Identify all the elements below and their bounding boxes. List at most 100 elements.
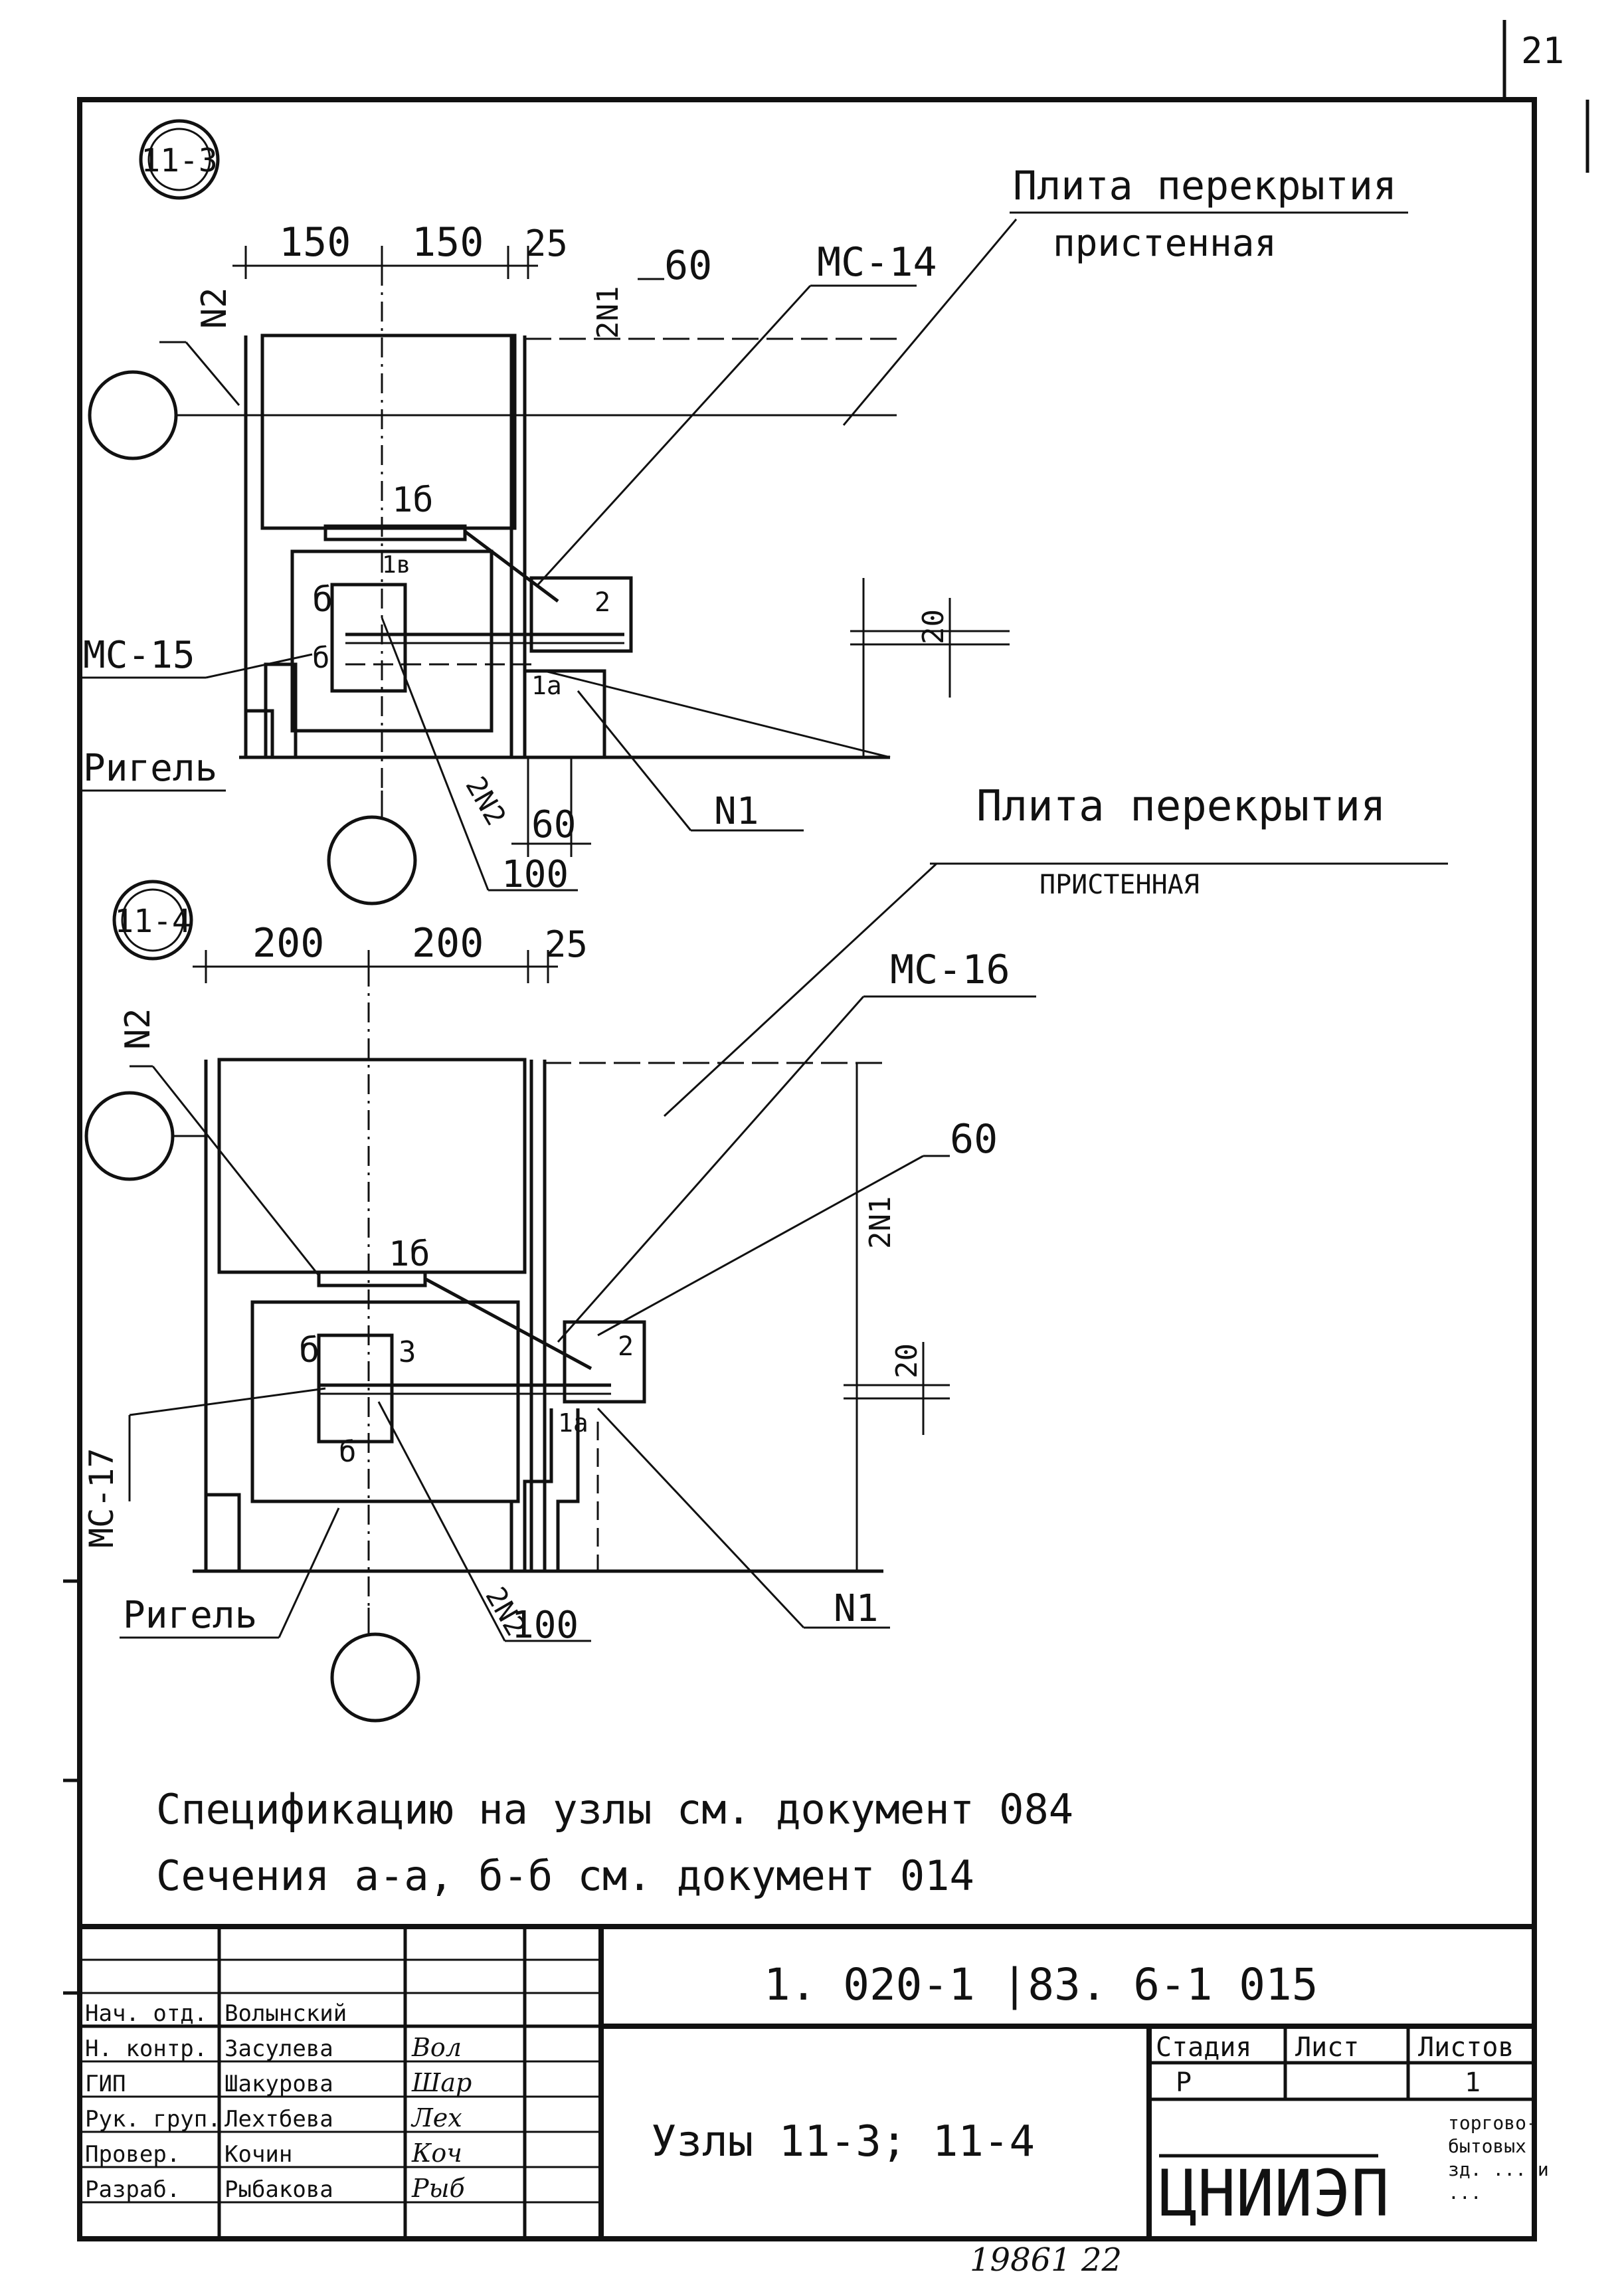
plate-leader-b <box>663 862 938 1117</box>
tb-sheets-value: 1 <box>1465 2067 1481 2098</box>
2n2-leader <box>381 617 490 891</box>
note-sections: Сечения а-а, б-б см. документ 014 <box>156 1851 974 1900</box>
mark-1a: 1а <box>558 1408 588 1438</box>
mark-1v: 1в <box>382 551 410 579</box>
2n1-leader <box>597 1155 924 1337</box>
rigel-leader <box>278 1507 340 1638</box>
mark-1b: 1б <box>389 1234 430 1274</box>
tb-name: Лехтбева <box>225 2106 333 2133</box>
page-number: 21 <box>1521 30 1564 72</box>
dim-25: 25 <box>545 923 588 965</box>
dim-100-b: 100 <box>511 1604 579 1647</box>
mark-b-top: б <box>312 580 333 620</box>
label-n1: N1 <box>714 790 759 833</box>
axis-circle-left <box>84 1091 175 1181</box>
node-marker-inner <box>121 888 185 952</box>
tb-signature: Коч <box>411 2138 462 2168</box>
n2-leader <box>151 1066 320 1276</box>
dim-150-right: 150 <box>412 219 484 266</box>
tb-org-sub: ... <box>1448 2182 1482 2204</box>
plate-end-block <box>563 1320 646 1404</box>
2n2-leader <box>377 1401 506 1642</box>
dim-20-label: 20 <box>890 1343 924 1378</box>
bolt-box <box>317 1333 394 1444</box>
label-n2: N2 <box>118 1008 158 1050</box>
tb-signature: Вол <box>411 2033 462 2062</box>
node-marker-circle <box>112 880 193 961</box>
wall-block-hatched <box>217 1058 527 1274</box>
plate-end-block <box>529 576 633 653</box>
axis-circle-bottom <box>327 815 417 905</box>
tb-sheet-header: Лист <box>1295 2032 1359 2063</box>
mc15-leader <box>205 653 313 679</box>
title-block: Нач. отд. Н. контр. ГИП Рук. груп. Прове… <box>80 1924 1549 2239</box>
tb-org-sub: торгово- <box>1448 2112 1538 2134</box>
rigel-outline <box>250 1300 520 1503</box>
wall-block-hatched <box>260 333 517 530</box>
plate-leader-a <box>842 219 1018 426</box>
mark-b-bot: б <box>312 641 330 675</box>
plate-title-a: Плита перекрытия <box>1013 163 1397 209</box>
mark-1b: 1б <box>392 480 434 520</box>
label-n2: N2 <box>195 287 234 329</box>
drawing-frame <box>77 97 1537 2241</box>
n1-leader <box>577 690 692 831</box>
mark-2: 2 <box>594 587 610 618</box>
dim-200-right: 200 <box>412 920 484 967</box>
label-mc15: MC-15 <box>83 634 195 677</box>
tb-name: Шакурова <box>225 2071 333 2097</box>
tb-role: Нач. отд. <box>85 2000 207 2027</box>
node-11-3: 11-3 150 150 25 2N1 60 MC-14 Плита перек… <box>80 119 1408 905</box>
plate-title-b: Плита перекрытия <box>976 782 1386 831</box>
dim-60: 60 <box>664 242 712 289</box>
dim-60: 60 <box>950 1116 998 1163</box>
tb-sheet-title: Узлы 11-3; 11-4 <box>651 2117 1035 2166</box>
tb-name: Волынский <box>225 2000 347 2027</box>
tb-stage-value: Р <box>1176 2067 1192 2098</box>
mark-b-bot: б <box>339 1435 357 1469</box>
tb-name: Засулева <box>225 2036 333 2062</box>
dim-20-label: 20 <box>917 609 950 644</box>
label-mc17: MC-17 <box>82 1448 121 1548</box>
tb-name: Кочин <box>225 2141 292 2168</box>
label-mc16: MC-16 <box>890 947 1010 993</box>
tb-signature: Рыб <box>411 2174 466 2203</box>
label-2n1: 2N1 <box>863 1196 897 1249</box>
label-2n2: 2N2 <box>459 771 512 831</box>
label-n1: N1 <box>834 1587 878 1630</box>
blank <box>544 670 891 759</box>
tb-org-sub: зд. ... и <box>1448 2158 1549 2180</box>
dim-200-left: 200 <box>252 920 324 967</box>
mark-2: 2 <box>618 1331 634 1362</box>
tb-sheets-header: Листов <box>1418 2032 1514 2063</box>
mark-1a: 1а <box>531 671 562 700</box>
node-marker-label: 11-4 <box>114 903 191 940</box>
mc17-leader <box>129 1387 326 1416</box>
tb-role: Н. контр. <box>85 2036 207 2062</box>
inclined-bar <box>464 530 559 603</box>
dim-60-bottom: 60 <box>531 803 576 846</box>
tb-stage-header: Стадия <box>1156 2032 1252 2063</box>
dim-100-a: 100 <box>501 853 569 896</box>
tb-doc-code: 1. 020-1 |83. 6-1 015 <box>764 1959 1318 2010</box>
bolt-box <box>330 583 407 693</box>
rigel-step-2 <box>244 709 274 759</box>
note-specification: Спецификацию на узлы см. документ 084 <box>156 1785 1073 1834</box>
label-rigel-a: Ригель <box>83 747 217 790</box>
lower-profile-1 <box>523 1408 553 1571</box>
embedded-plate-1b <box>317 1270 427 1287</box>
dim-150-left: 150 <box>279 219 351 266</box>
mc14-leader <box>537 284 812 586</box>
node-marker-inner <box>147 128 211 191</box>
mark-3: 3 <box>399 1335 416 1369</box>
node-marker-label: 11-3 <box>141 142 218 179</box>
n2-leader <box>185 341 240 406</box>
mc16-leader <box>557 996 865 1343</box>
plate-sub-b: ПРИСТЕННАЯ <box>1039 870 1200 900</box>
tb-org: ЦНИИЭП <box>1159 2156 1390 2231</box>
tb-name: Рыбакова <box>225 2176 333 2203</box>
n1-leader <box>596 1407 805 1629</box>
tb-role: Разраб. <box>85 2176 180 2203</box>
footer-number: 19861 22 <box>970 2241 1122 2276</box>
